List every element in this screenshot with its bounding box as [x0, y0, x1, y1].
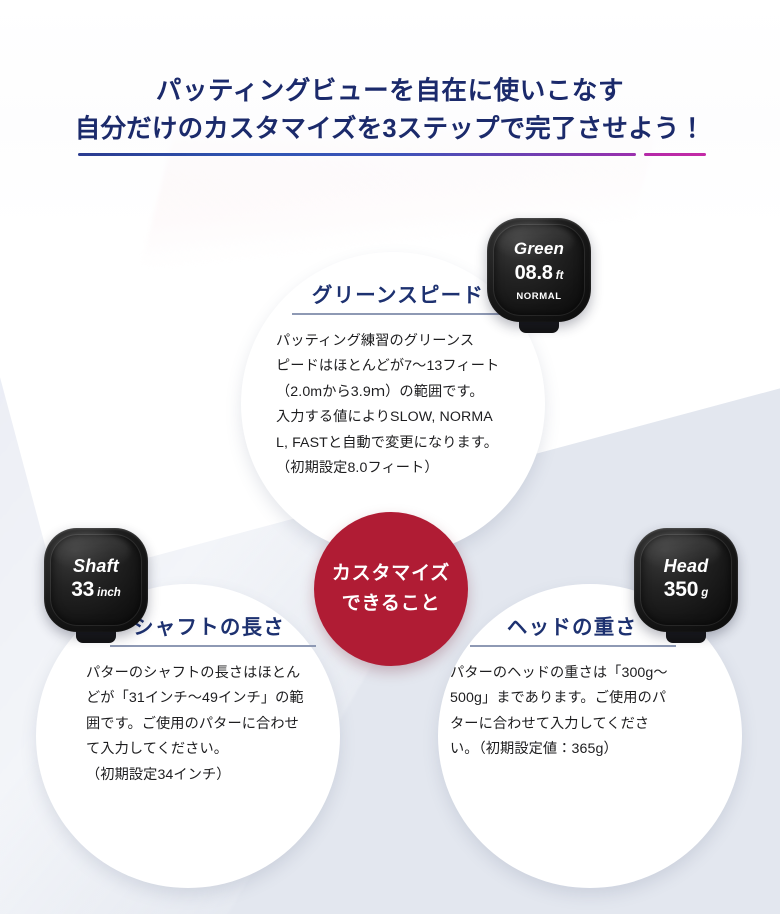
green-speed-title-rule [292, 313, 506, 315]
watch-unit: inch [97, 586, 121, 599]
watch-face: Shaft 33 inch [44, 528, 148, 632]
watch-value: 350 [663, 577, 699, 601]
headline-underline [78, 152, 706, 157]
body-line: ターに合わせて入力してくださ [450, 715, 650, 732]
watch-state: NORMAL [516, 290, 562, 302]
watch-face: Head 350 g [634, 528, 738, 632]
body-line: パターのシャフトの長さはほとん [86, 664, 301, 681]
headline-underline-main [78, 153, 636, 156]
watch-body: Green 08.8 ft NORMAL [487, 218, 591, 322]
shaft-length-title: シャフトの長さ [133, 616, 285, 639]
background-top-fade [0, 0, 780, 230]
head-weight-body: パターのヘッドの重さは「300g〜 500g」まであります。ご使用のパ ターに合… [450, 661, 694, 763]
shaft-length-title-rule [110, 645, 316, 647]
watch-body: Shaft 33 inch [44, 528, 148, 632]
body-line: （2.0mから3.9ｍ）の範囲です。 [276, 383, 484, 400]
green-speed-section: グリーンスピード パッティング練習のグリーンス ピードはほとんどが7〜13フィー… [276, 278, 520, 482]
shaft-length-watch-badge: Shaft 33 inch [44, 528, 148, 643]
body-line: ピードはほとんどが7〜13フィート [276, 358, 500, 374]
head-weight-title-rule [470, 645, 676, 647]
headline-underline-accent [644, 153, 706, 156]
center-badge-line-1: カスタマイズ [331, 563, 451, 584]
watch-gloss [643, 532, 721, 570]
watch-label: Head [663, 555, 709, 576]
head-weight-section: ヘッドの重さ パターのヘッドの重さは「300g〜 500g」まであります。ご使用… [450, 610, 694, 763]
watch-body: Head 350 g [634, 528, 738, 632]
watch-value-row: 08.8 ft [515, 261, 564, 288]
body-line: （初期設定8.0フィート） [276, 460, 439, 476]
watch-value: 33 [71, 577, 95, 601]
green-speed-title: グリーンスピード [311, 284, 485, 307]
center-badge-line-2: できること [341, 593, 441, 614]
watch-gloss [53, 532, 131, 570]
watch-unit: ft [555, 269, 564, 282]
body-line: て入力してください。 [86, 741, 229, 757]
shaft-length-section: シャフトの長さ パターのシャフトの長さはほとん どが「31インチ〜49インチ」の… [86, 610, 332, 788]
watch-unit: g [701, 586, 709, 599]
watch-value-row: 350 g [664, 578, 708, 605]
watch-label: Green [513, 238, 565, 258]
watch-value: 08.8 [514, 261, 553, 284]
body-line: い。（初期設定値：365g） [450, 741, 618, 757]
body-line: どが「31インチ〜49インチ」の範 [86, 690, 304, 706]
body-line: （初期設定34インチ） [86, 766, 231, 783]
watch-bezel [50, 534, 142, 626]
watch-label: Shaft [73, 555, 119, 576]
watch-bezel [493, 224, 585, 316]
green-speed-body: パッティング練習のグリーンス ピードはほとんどが7〜13フィート （2.0mから… [276, 329, 520, 482]
page-title: パッティングビューを自在に使いこなす 自分だけのカスタマイズを3ステップで完了さ… [0, 72, 780, 148]
shaft-length-body: パターのシャフトの長さはほとん どが「31インチ〜49インチ」の範 囲です。ご使… [86, 661, 332, 789]
watch-gloss [496, 222, 574, 260]
body-line: 入力する値によりSLOW, NORMA [276, 409, 493, 425]
head-weight-watch-badge: Head 350 g [634, 528, 738, 643]
head-weight-title: ヘッドの重さ [506, 616, 638, 639]
body-line: パッティング練習のグリーンス [276, 332, 475, 349]
customize-center-badge: カスタマイズ できること [314, 512, 468, 666]
headline-line-2: 自分だけのカスタマイズを3ステップで完了させよう！ [74, 115, 706, 143]
headline-line-1: パッティングビューを自在に使いこなす [155, 77, 625, 105]
body-line: 500g」まであります。ご使用のパ [450, 690, 667, 706]
watch-value-row: 33 inch [71, 578, 121, 605]
body-line: パターのヘッドの重さは「300g〜 [450, 664, 668, 681]
watch-face: Green 08.8 ft NORMAL [487, 218, 591, 322]
body-line: 囲です。ご使用のパターに合わせ [86, 715, 299, 732]
watch-bezel [640, 534, 732, 626]
body-line: L, FASTと自動で変更になります。 [276, 434, 498, 451]
green-speed-watch-badge: Green 08.8 ft NORMAL [487, 218, 591, 333]
